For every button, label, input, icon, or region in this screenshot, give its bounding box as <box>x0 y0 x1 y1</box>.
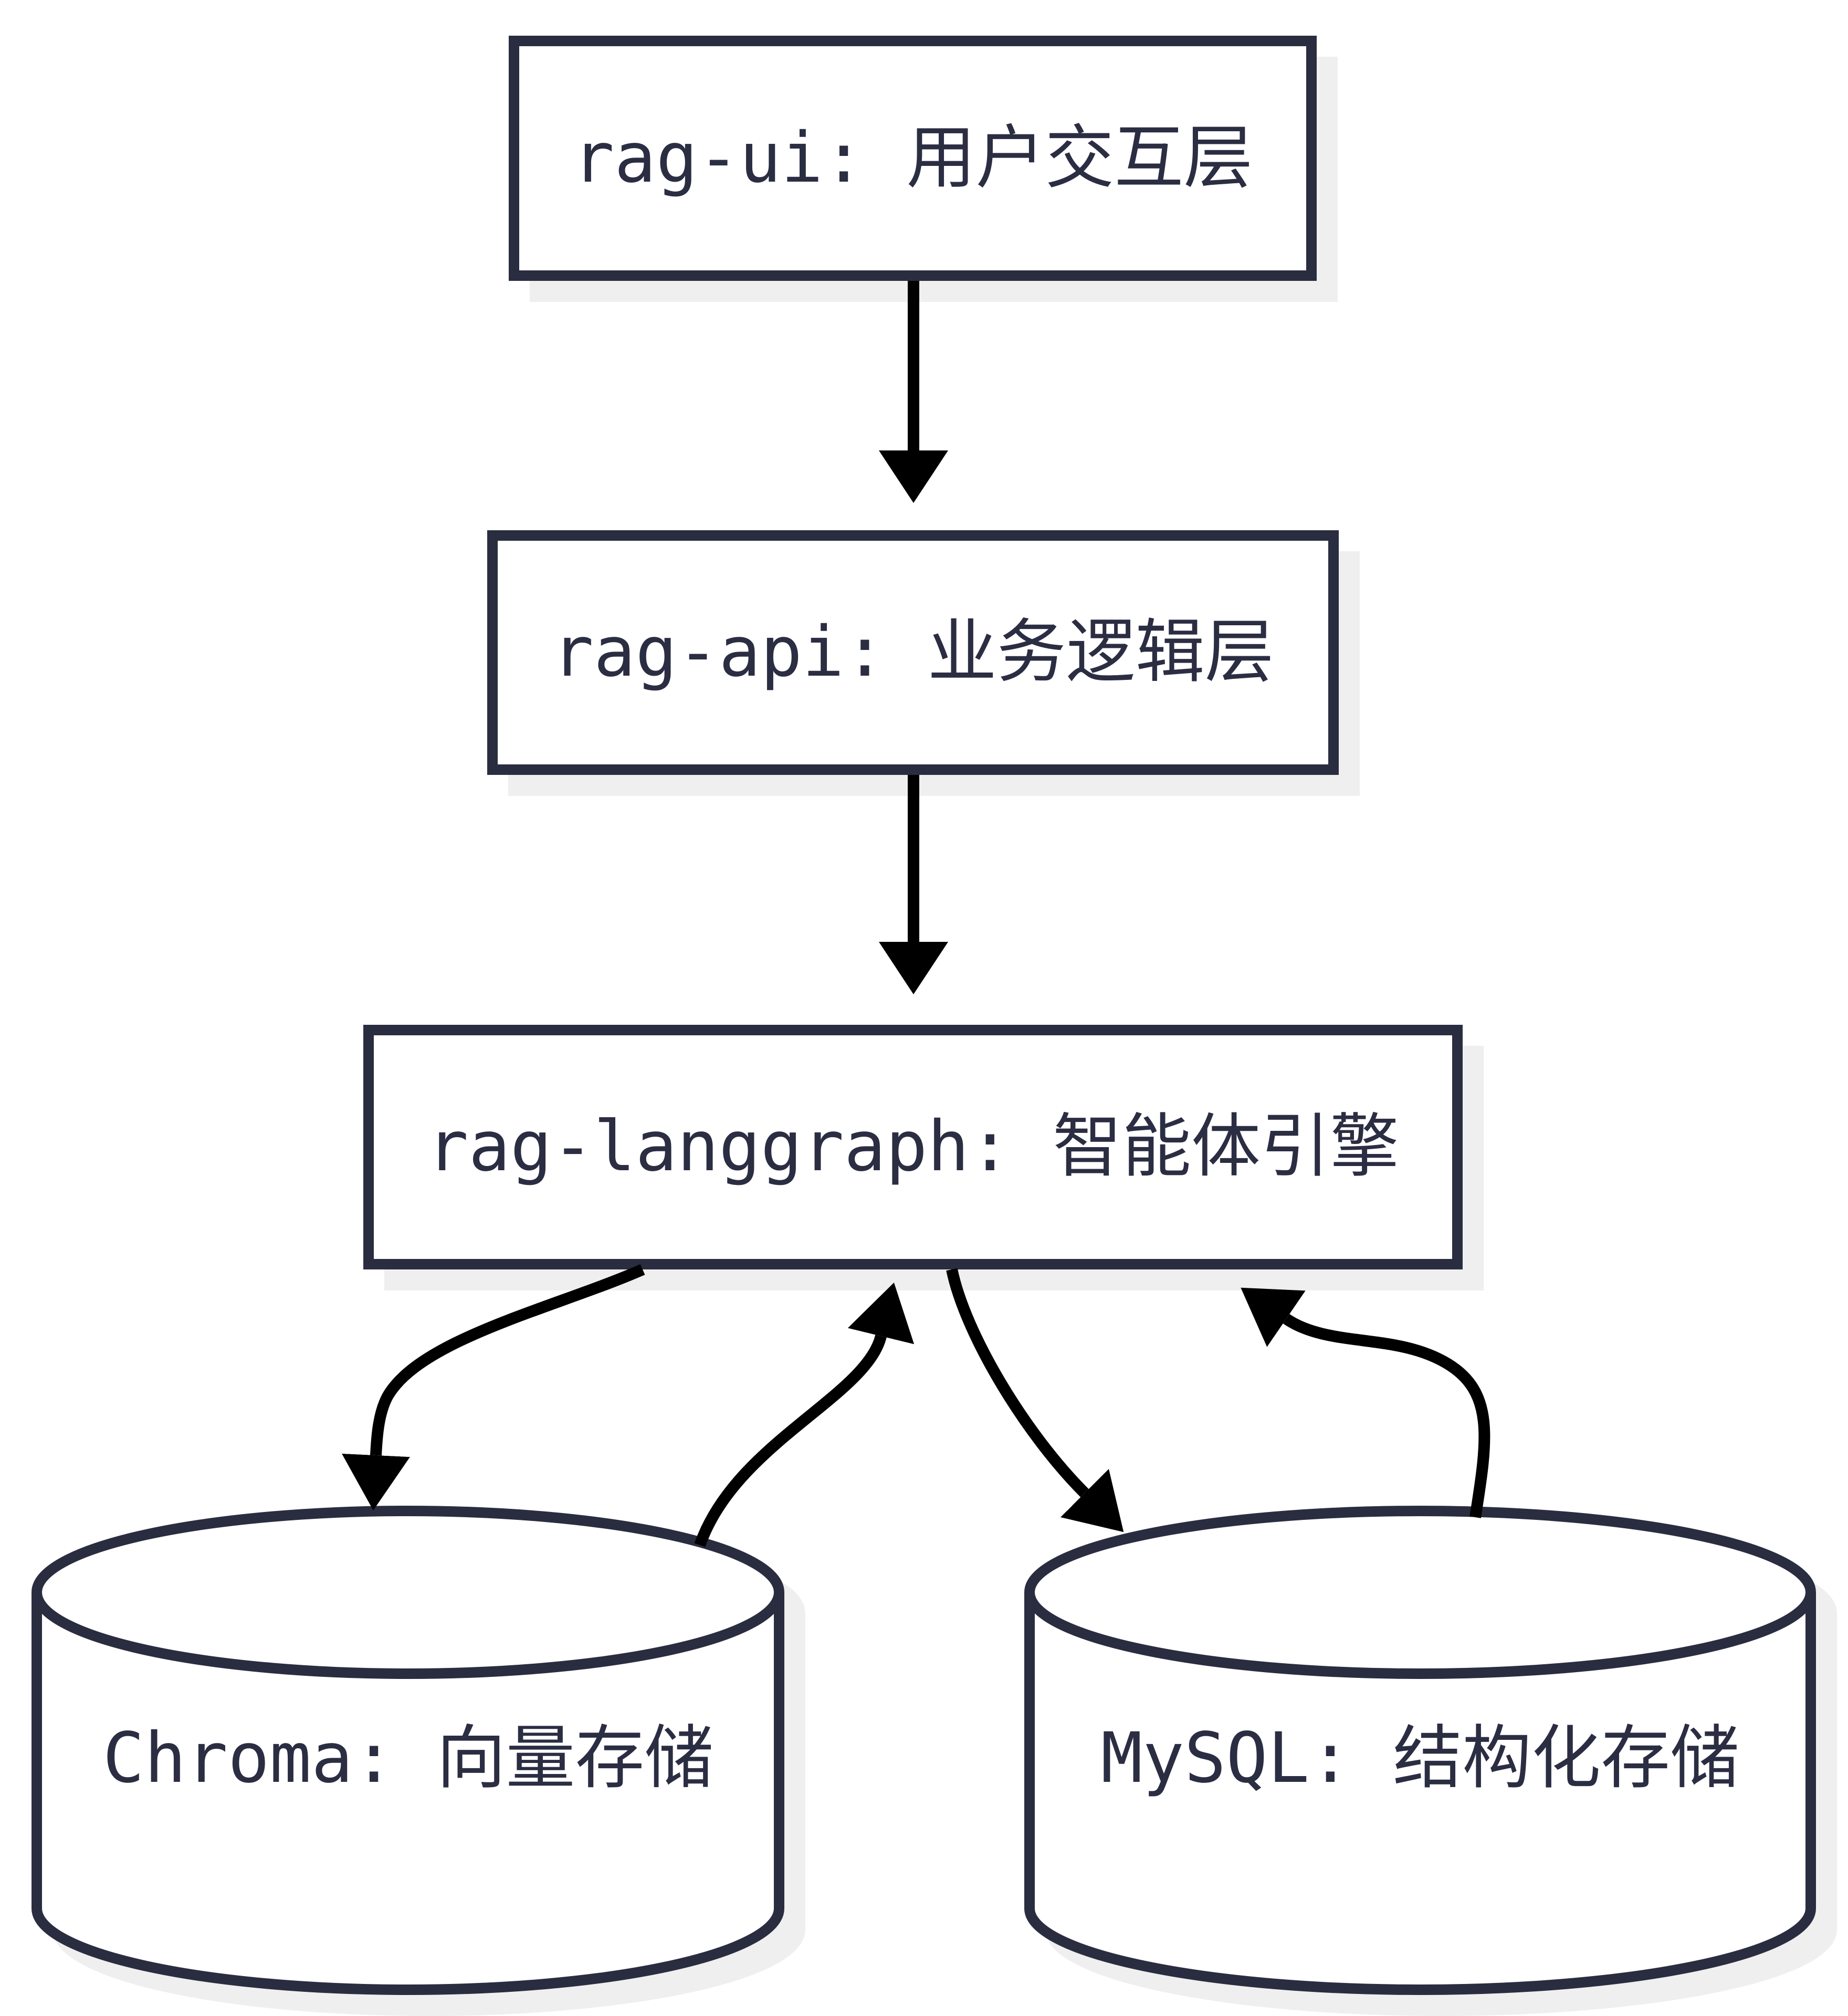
edge-rag-ui-to-rag-api-arrowhead-icon <box>879 450 948 503</box>
node-chroma-label: Chroma: 向量存储 <box>102 1718 714 1799</box>
node-rag-langgraph: rag-langgraph: 智能体引擎 <box>363 1025 1463 1269</box>
edge-chroma-to-rag-langgraph <box>694 1283 915 1547</box>
cylinder-mysql-rim <box>1024 1592 1816 1679</box>
node-rag-api-label: rag-api: 业务逻辑层 <box>552 612 1274 693</box>
node-rag-langgraph-label: rag-langgraph: 智能体引擎 <box>426 1106 1400 1188</box>
node-mysql-label: MySQL: 结构化存储 <box>1100 1718 1740 1799</box>
edge-rag-langgraph-to-chroma <box>342 1264 645 1510</box>
edge-rag-langgraph-to-mysql <box>946 1268 1124 1532</box>
node-rag-ui: rag-ui: 用户交互层 <box>509 36 1317 281</box>
edge-rag-api-to-rag-langgraph-arrowhead-icon <box>879 942 948 994</box>
node-mysql: MySQL: 结构化存储 <box>1030 1670 1811 1848</box>
node-rag-api: rag-api: 业务逻辑层 <box>487 530 1339 775</box>
node-rag-ui-label: rag-ui: 用户交互层 <box>572 117 1253 198</box>
edge-mysql-to-rag-langgraph <box>1241 1287 1490 1518</box>
cylinder-chroma-rim <box>32 1592 784 1679</box>
node-chroma: Chroma: 向量存储 <box>37 1670 780 1848</box>
